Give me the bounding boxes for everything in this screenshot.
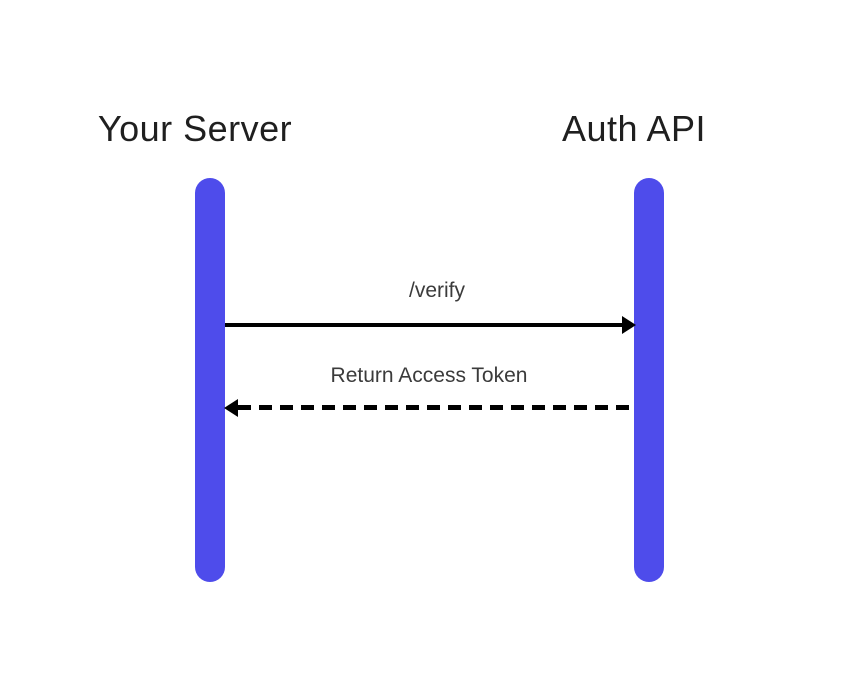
lifeline-auth-api	[634, 178, 664, 582]
message-label-verify: /verify	[408, 279, 466, 302]
message-line-return-access-token	[238, 405, 634, 410]
participant-title-your-server: Your Server	[97, 108, 293, 149]
arrowhead-left-icon	[224, 399, 238, 417]
lifeline-your-server	[195, 178, 225, 582]
arrowhead-right-icon	[622, 316, 636, 334]
participant-title-auth-api: Auth API	[561, 108, 707, 149]
message-label-return-access-token: Return Access Token	[330, 364, 528, 387]
message-line-verify	[225, 323, 622, 327]
